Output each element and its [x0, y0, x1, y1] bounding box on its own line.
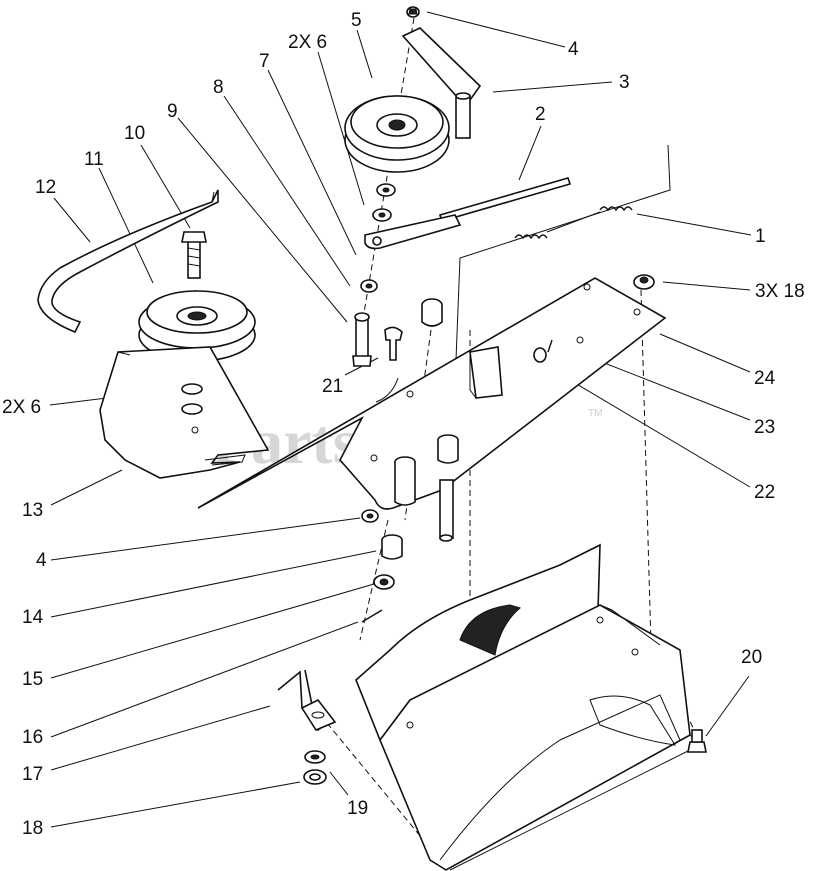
callout-9: 9: [167, 101, 178, 122]
callout-12: 12: [35, 177, 56, 198]
pin-21: [384, 326, 403, 361]
idler-pulley-left: [138, 231, 256, 362]
callout-8: 8: [213, 77, 224, 98]
callout-4-top: 4: [568, 39, 579, 60]
angle-bracket: [277, 669, 337, 732]
idler-arm-plate: [99, 346, 270, 479]
lower-hardware-stack: [361, 509, 403, 623]
center-bracket: [469, 346, 503, 399]
callout-2x6-top: 2X 6: [288, 32, 327, 53]
watermark-trademark: TM: [588, 408, 602, 419]
belt: [37, 189, 219, 334]
callout-5: 5: [351, 10, 362, 31]
pivot-arm: [401, 6, 482, 139]
callout-22: 22: [754, 482, 775, 503]
callout-1: 1: [755, 226, 766, 247]
bolt-and-nut: [352, 279, 378, 367]
control-rod: [438, 177, 572, 222]
callout-13: 13: [22, 500, 43, 521]
callout-18: 18: [22, 818, 43, 839]
deck-bushing: [394, 434, 459, 506]
top-pulley: [344, 95, 450, 173]
leader-lines: [49, 11, 752, 828]
callout-3: 3: [619, 72, 630, 93]
washer-and-nut: [303, 750, 327, 785]
chute-housing: [355, 543, 701, 871]
callout-11: 11: [84, 149, 104, 170]
callout-21: 21: [322, 376, 343, 397]
bushing-upper: [421, 298, 443, 327]
washers-top: [372, 183, 396, 222]
deck-plate: [197, 277, 667, 510]
callout-23: 23: [754, 417, 775, 438]
callout-14: 14: [22, 607, 44, 628]
callout-10: 10: [124, 123, 145, 144]
callout-2: 2: [535, 104, 546, 125]
link-plate: [364, 214, 462, 250]
bolt-20: [687, 729, 707, 753]
pivot-pin-lower: [439, 479, 454, 542]
callout-17: 17: [22, 764, 43, 785]
callout-16: 16: [22, 727, 43, 748]
callout-20: 20: [741, 647, 762, 668]
callout-7: 7: [259, 51, 270, 72]
clip-and-washer: [533, 339, 553, 363]
callout-19: 19: [347, 798, 368, 819]
callout-2x6-left: 2X 6: [2, 397, 41, 418]
callout-4-mid: 4: [36, 550, 47, 571]
callout-labels: 1 2 3 4 5 2X 6 7 8 9 10 11 12 3X 18 24 2…: [2, 10, 805, 839]
nut-3x18: [633, 274, 655, 290]
callout-3x18: 3X 18: [755, 281, 805, 302]
callout-15: 15: [22, 669, 43, 690]
springs: [454, 144, 671, 386]
callout-24: 24: [754, 368, 776, 389]
